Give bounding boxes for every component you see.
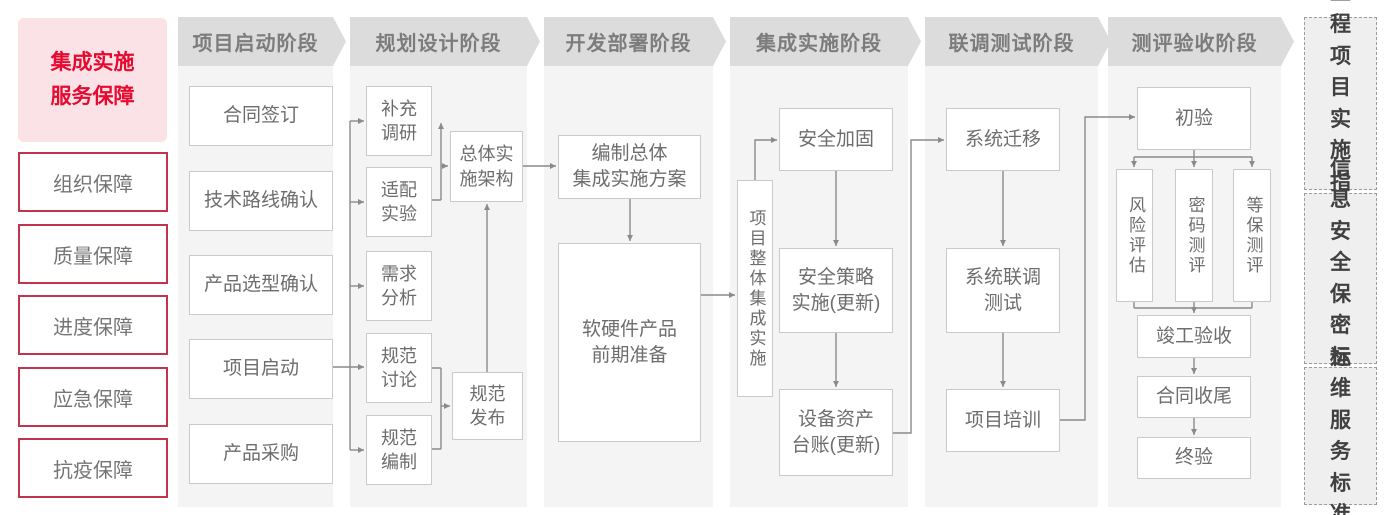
node-adaptation-test: 适配 实验: [366, 167, 432, 237]
standards-box-om-service: 运维 服务 标准: [1304, 346, 1377, 515]
phase-header-startup: 项目启动阶段: [178, 17, 346, 66]
standards-box-infosec: 信息 安全 保密 标准: [1304, 157, 1377, 400]
node-joint-debug-test: 系统联调 测试: [946, 248, 1060, 333]
sidebar-item-epidemic: 抗疫保障: [18, 438, 168, 498]
standards-box-project-guide: 工程 项目 实施 指引: [1304, 0, 1377, 225]
node-requirement-analysis: 需求 分析: [366, 251, 432, 321]
node-supplementary-research: 补充 调研: [366, 86, 432, 156]
node-project-kickoff: 项目启动: [189, 339, 333, 399]
node-final-acceptance: 终验: [1137, 437, 1251, 479]
node-overall-impl-architecture: 总体实 施架构: [450, 131, 523, 202]
node-contract-closure: 合同收尾: [1137, 376, 1251, 418]
node-product-procurement: 产品采购: [189, 424, 333, 484]
node-contract-signing: 合同签订: [189, 86, 333, 146]
node-completion-acceptance: 竣工验收: [1137, 315, 1251, 358]
node-tech-route-confirm: 技术路线确认: [189, 171, 333, 231]
node-spec-drafting: 规范 编制: [366, 415, 432, 485]
sidebar-item-emergency: 应急保障: [18, 367, 168, 427]
node-overall-project-integration: 项目整体集成实施: [737, 180, 773, 397]
node-hw-sw-preparation: 软硬件产品 前期准备: [558, 243, 701, 442]
node-asset-ledger: 设备资产 台账(更新): [779, 389, 893, 476]
node-security-policy: 安全策略 实施(更新): [779, 248, 893, 333]
node-initial-acceptance: 初验: [1137, 87, 1251, 150]
node-spec-discussion: 规范 讨论: [366, 333, 432, 403]
node-product-selection-confirm: 产品选型确认: [189, 255, 333, 315]
node-crypto-evaluation: 密码测评: [1175, 169, 1213, 302]
phase-header-test: 联调测试阶段: [925, 17, 1111, 66]
node-overall-integration-plan: 编制总体 集成实施方案: [558, 135, 701, 199]
sidebar-title: 集成实施 服务保障: [18, 18, 167, 142]
phase-header-planning: 规划设计阶段: [350, 17, 540, 66]
node-risk-assessment: 风险评估: [1116, 169, 1153, 302]
phase-header-accept: 测评验收阶段: [1108, 17, 1294, 66]
node-system-migration: 系统迁移: [946, 108, 1060, 171]
phase-header-integrate: 集成实施阶段: [730, 17, 921, 66]
node-mlps-evaluation: 等保测评: [1233, 169, 1271, 302]
node-security-hardening: 安全加固: [779, 108, 893, 171]
sidebar-item-schedule: 进度保障: [18, 295, 168, 355]
phase-header-develop: 开发部署阶段: [544, 17, 726, 66]
sidebar-item-quality: 质量保障: [18, 224, 168, 284]
node-project-training: 项目培训: [946, 389, 1060, 452]
node-spec-release: 规范 发布: [452, 372, 523, 440]
sidebar-item-organization: 组织保障: [18, 152, 168, 212]
